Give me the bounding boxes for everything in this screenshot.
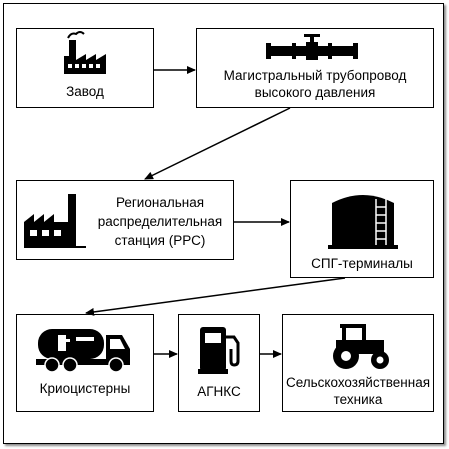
tractor-icon [333,324,389,369]
node-zavod-label: Завод [66,84,104,99]
factory-icon [64,31,106,74]
node-spg-label: СПГ-терминалы [311,256,413,271]
node-prs-label-line2: распределительная [97,214,223,229]
fuel-pump-icon [198,327,240,374]
node-agri [282,314,434,412]
industrial-plant-icon [24,194,86,248]
node-cryo-label: Криоцистерны [39,381,131,396]
node-prs-label-line1: Региональная [115,195,205,210]
node-agnks-label: АГНКС [197,384,241,399]
storage-tank-icon [328,195,398,249]
node-prs-label-line3: станция (РРС) [114,233,206,248]
pipeline-valve-icon [266,34,358,60]
node-agri-label-line1: Сельскохозяйственная [285,375,431,390]
tanker-truck-icon [36,329,130,373]
node-pipeline-label-line1: Магистральный трубопровод [223,68,407,83]
node-agri-label-line2: техника [333,392,383,407]
node-pipeline-label-line2: высокого давления [254,85,376,100]
node-pipeline [196,28,434,108]
